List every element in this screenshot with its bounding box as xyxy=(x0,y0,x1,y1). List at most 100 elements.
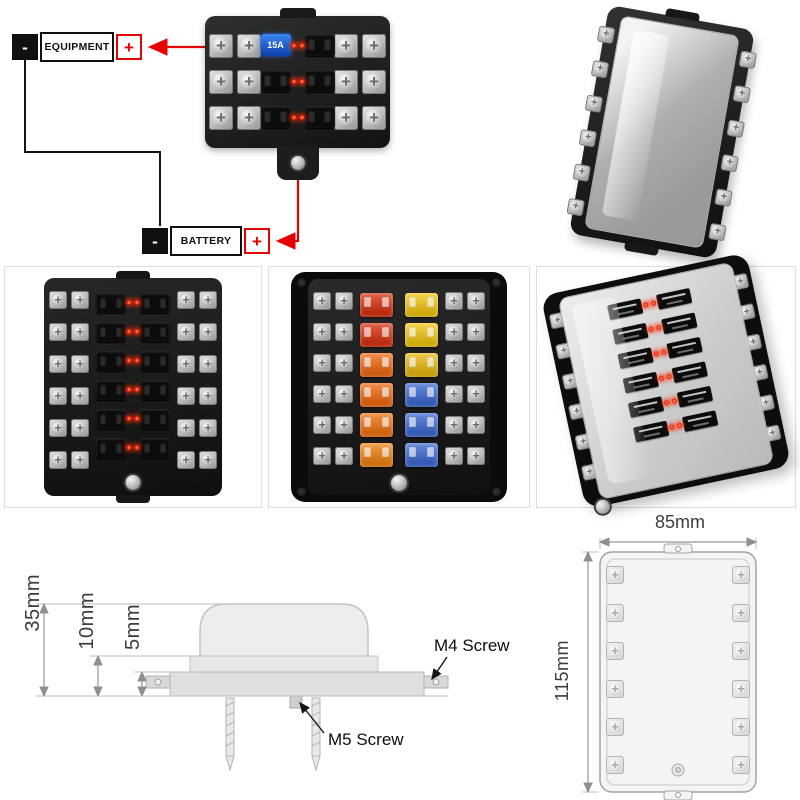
m5-power-stud xyxy=(391,475,407,491)
dimension-height: 115mm xyxy=(552,640,572,702)
led-indicator xyxy=(134,358,140,363)
screw-terminal xyxy=(572,163,591,182)
screw-terminal xyxy=(71,355,89,373)
fuse-socket xyxy=(96,409,126,429)
blade-fuse xyxy=(405,353,438,377)
right-terminal-block xyxy=(445,292,485,465)
blade-fuse xyxy=(360,443,393,467)
installed-fuses xyxy=(360,293,438,467)
screw-terminal xyxy=(732,85,752,104)
led-indicator xyxy=(291,115,296,120)
blade-fuse xyxy=(360,323,393,347)
positive-wire-battery xyxy=(275,180,300,250)
m5-leader-line xyxy=(299,701,325,734)
m4-screw-label: M4 Screw xyxy=(434,636,510,655)
screw-terminal xyxy=(732,642,750,660)
screw-terminal xyxy=(199,451,217,469)
fuse-box-base xyxy=(566,4,758,260)
fuse-column-left xyxy=(360,293,393,467)
led-indicator xyxy=(134,329,140,334)
led-indicator-pair xyxy=(663,398,678,406)
blade-fuse xyxy=(405,323,438,347)
top-mounting-tab xyxy=(665,7,701,22)
fuse-socket xyxy=(140,380,170,400)
led-indicator xyxy=(299,43,304,48)
circuit-label-sticker xyxy=(661,312,698,335)
right-terminal-block xyxy=(334,34,386,130)
led-indicator-column xyxy=(126,300,140,450)
negative-wire xyxy=(24,60,161,226)
circuit-label-sticker xyxy=(633,420,670,443)
screw-terminal xyxy=(362,70,386,94)
screw-terminal xyxy=(606,604,624,622)
screw-terminal xyxy=(606,680,624,698)
screw-terminal xyxy=(362,34,386,58)
battery-label: BATTERY xyxy=(170,226,242,256)
screw-terminal xyxy=(606,642,624,660)
screw-terminal xyxy=(334,106,358,130)
corner-screw-hole xyxy=(492,278,501,287)
equipment-label: EQUIPMENT xyxy=(40,32,114,62)
battery-negative-terminal: - xyxy=(142,228,168,254)
fuse-socket xyxy=(304,70,335,92)
screw-terminal xyxy=(71,387,89,405)
top-mounting-tab xyxy=(279,8,316,18)
screw-terminal xyxy=(732,566,750,584)
screw-terminal xyxy=(467,354,485,372)
fuse-box-top-view xyxy=(44,271,222,503)
led-indicator-pair xyxy=(126,416,140,421)
left-terminal-block xyxy=(49,291,89,469)
screw-terminal xyxy=(584,94,604,114)
screw-terminal xyxy=(49,355,67,373)
led-indicator xyxy=(671,398,678,404)
m5-power-stud xyxy=(125,475,141,490)
circuit-label-sticker xyxy=(676,385,714,408)
fuse-socket xyxy=(140,438,170,458)
screw-terminal xyxy=(467,416,485,434)
screw-terminal xyxy=(49,419,67,437)
screw-terminal xyxy=(445,385,463,403)
led-indicator xyxy=(655,324,662,331)
led-indicator xyxy=(668,424,675,431)
led-indicator-pair xyxy=(647,324,662,333)
dimension-cover-height: 35mm xyxy=(22,574,44,632)
blade-fuse xyxy=(405,413,438,437)
led-indicator xyxy=(650,300,657,307)
led-indicator-pair xyxy=(126,445,140,450)
screw-terminal xyxy=(726,119,745,139)
led-indicator xyxy=(658,375,665,382)
screw-terminal xyxy=(199,387,217,405)
screw-terminal xyxy=(708,222,727,242)
screw-terminal xyxy=(209,34,233,58)
screw-terminal xyxy=(335,447,353,465)
screw-terminal xyxy=(313,447,331,465)
left-terminal-block xyxy=(313,292,353,465)
fuse-rating-display: 15A xyxy=(260,34,291,56)
m5-screw-label: M5 Screw xyxy=(328,730,404,749)
led-indicator xyxy=(299,115,304,120)
led-indicator-pair xyxy=(642,300,657,308)
screw-terminal xyxy=(177,419,195,437)
screw-terminal xyxy=(467,385,485,403)
dimension-drawings xyxy=(36,537,758,800)
bottom-mounting-tab xyxy=(116,495,150,503)
led-indicator-pair xyxy=(126,329,140,334)
led-indicator xyxy=(134,387,140,392)
circuit-label-sticker xyxy=(607,298,644,321)
bottom-mounting-tab xyxy=(623,242,659,257)
m4-leader-line xyxy=(431,656,448,681)
led-indicator xyxy=(126,358,132,363)
fuse-socket xyxy=(260,106,291,128)
screw-terminal xyxy=(313,323,331,341)
circuit-label-sticker xyxy=(655,287,693,310)
fuse-socket xyxy=(96,322,126,342)
led-indicator-pair xyxy=(291,79,304,84)
blade-fuse xyxy=(405,293,438,317)
battery-positive-terminal: + xyxy=(244,228,270,254)
screw-terminal xyxy=(732,756,750,774)
led-indicator xyxy=(126,416,132,421)
led-indicator xyxy=(647,326,654,333)
fuse-box-front-view: 15A xyxy=(205,8,390,180)
screw-terminal xyxy=(313,416,331,434)
